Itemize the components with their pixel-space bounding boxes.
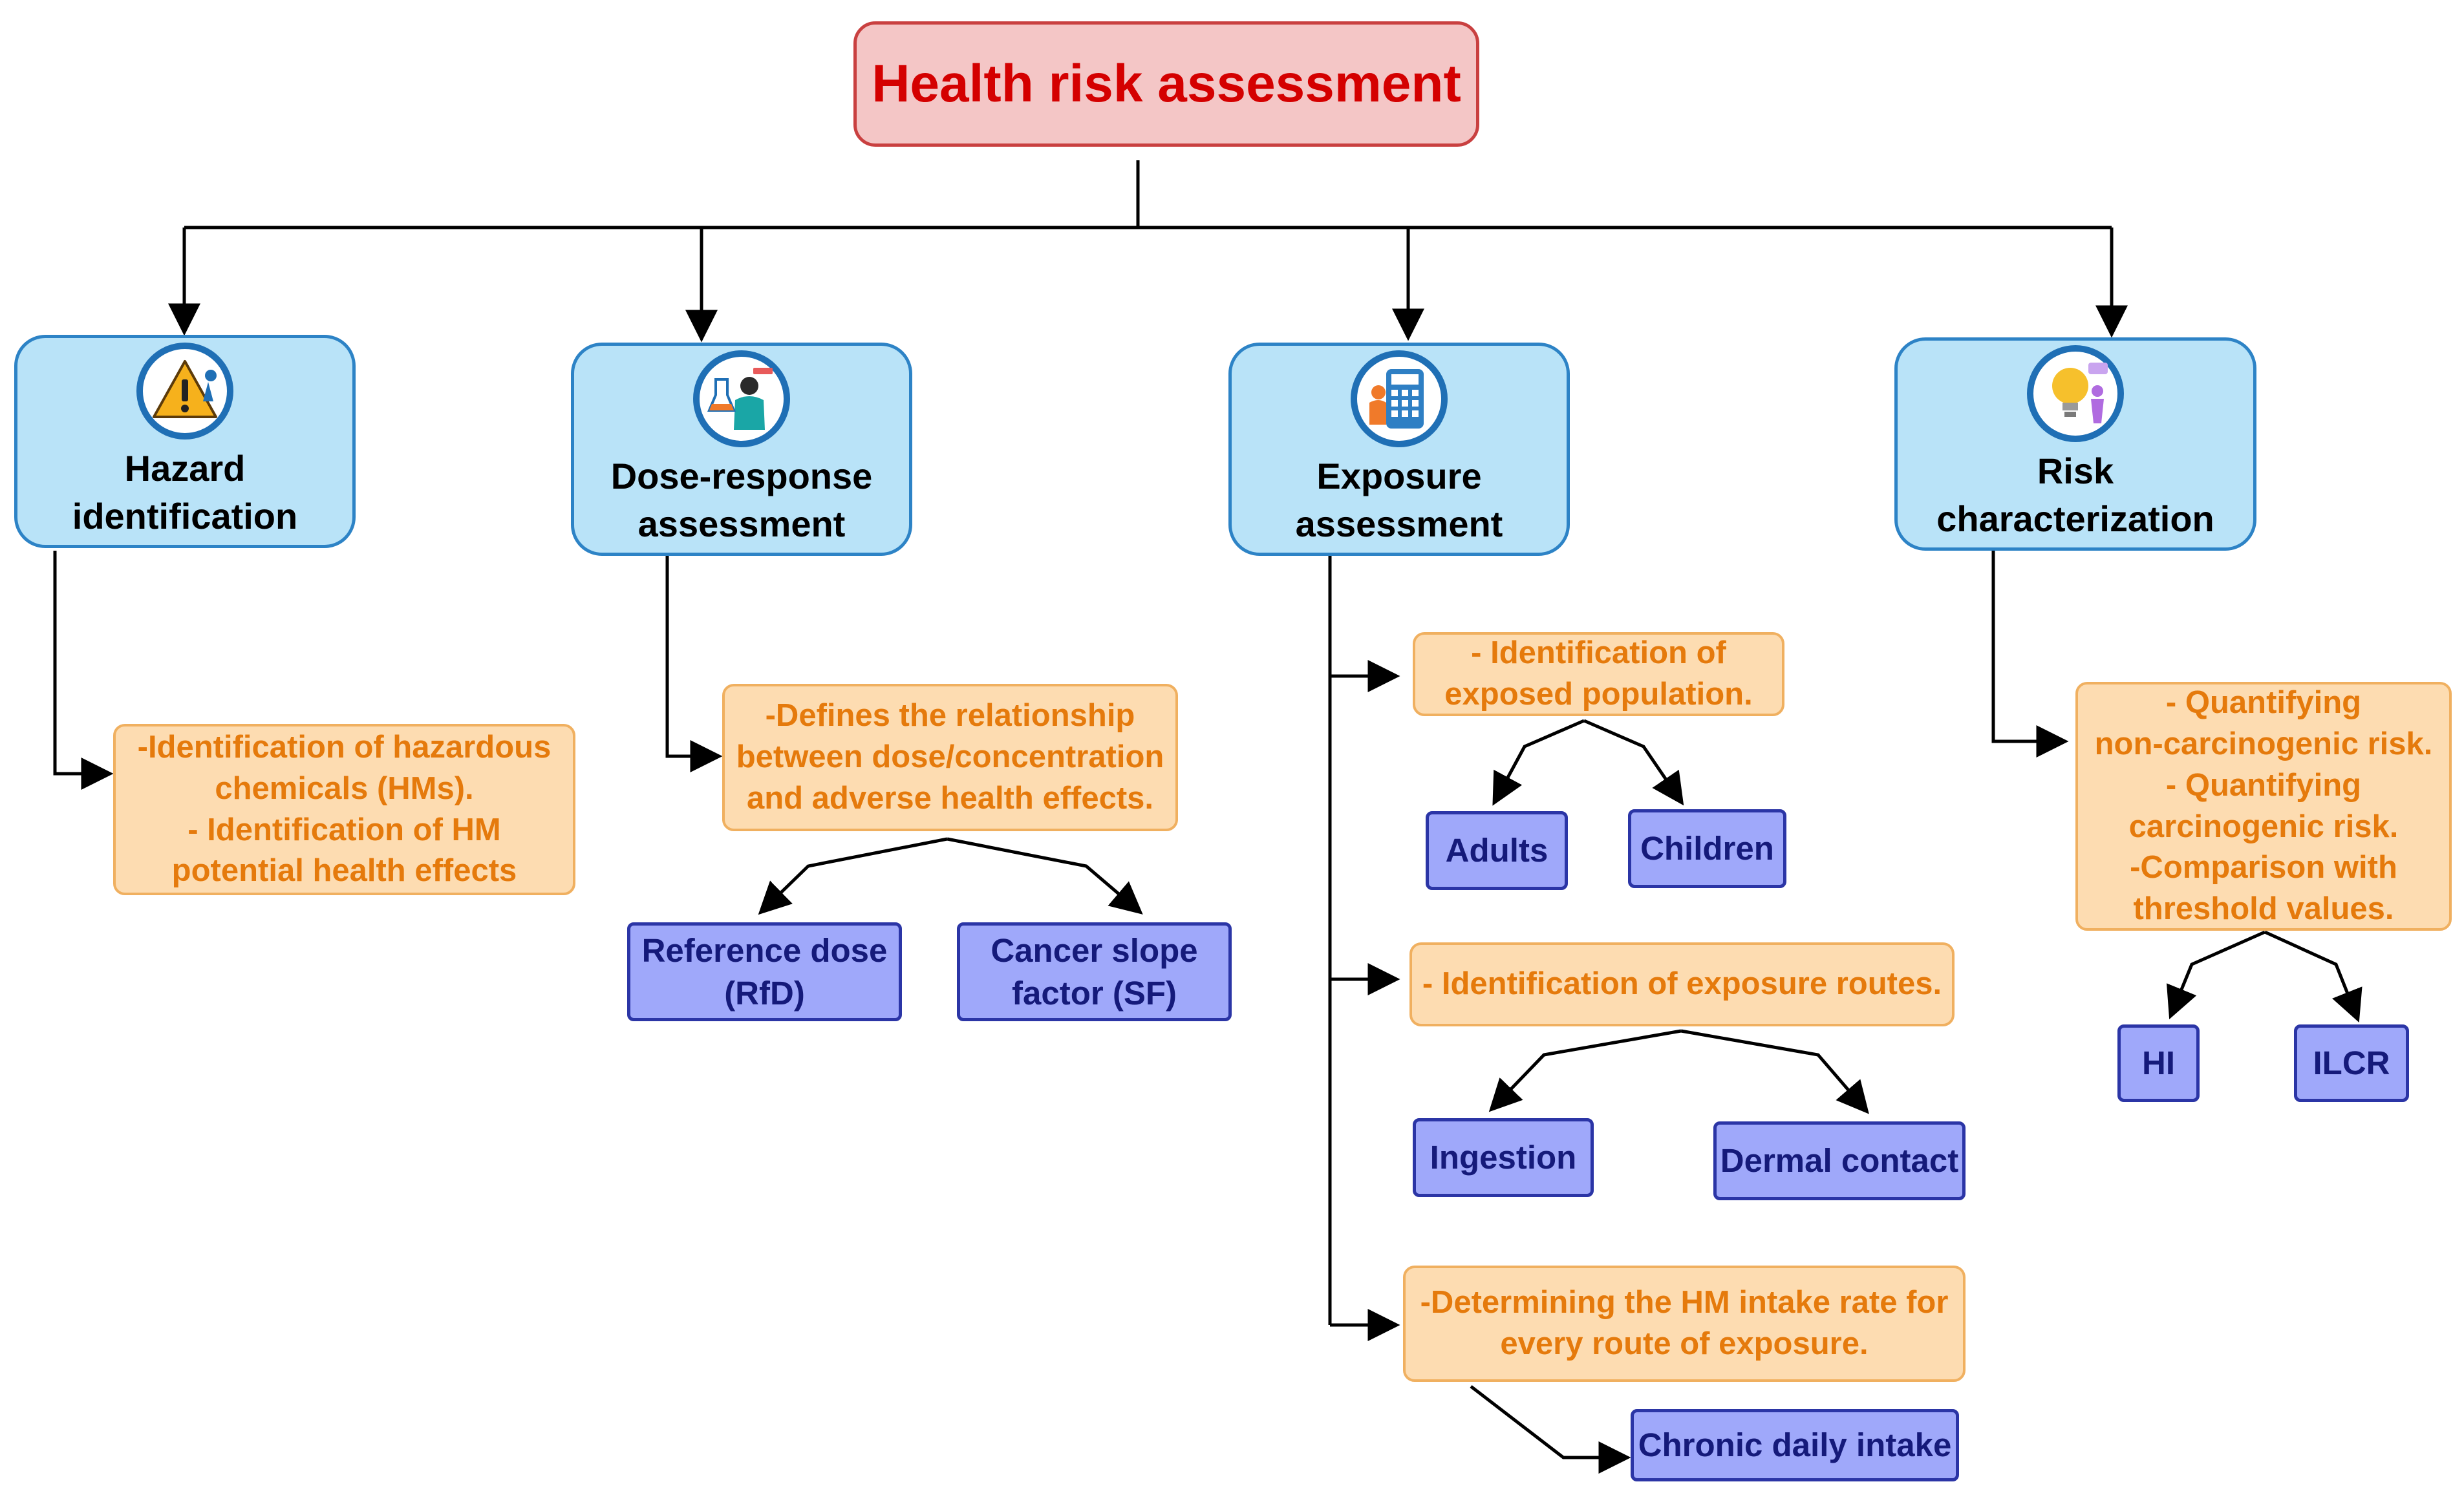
title-text: Health risk assessment — [872, 54, 1461, 113]
note-line: threshold values. — [2133, 891, 2394, 926]
note-exposed-population: - Identification of exposed population. — [1413, 632, 1784, 716]
note-line: every route of exposure. — [1500, 1326, 1869, 1361]
note-line: between dose/concentration — [736, 739, 1164, 775]
note-line: - Identification of HM — [187, 812, 501, 847]
leaf-dermal-contact: Dermal contact — [1713, 1121, 1966, 1200]
note-exposure-routes: - Identification of exposure routes. — [1409, 942, 1955, 1026]
leaf-ilcr: ILCR — [2294, 1024, 2409, 1102]
leaf-line: factor (SF) — [1012, 974, 1177, 1012]
stage-label-line: identification — [72, 496, 298, 536]
note-line: -Determining the HM intake rate for — [1420, 1285, 1949, 1320]
leaf-line: ILCR — [2313, 1044, 2390, 1082]
warning-hazard-icon — [136, 343, 233, 440]
note-risk-characterization: - Quantifying non-carcinogenic risk. - Q… — [2075, 682, 2452, 931]
stage-label-line: characterization — [1936, 498, 2214, 539]
lightbulb-idea-icon — [2027, 345, 2124, 443]
leaf-line: Dermal contact — [1720, 1142, 1959, 1180]
stage-exposure-assessment: Exposure assessment — [1228, 343, 1570, 556]
leaf-children: Children — [1628, 809, 1786, 888]
note-line: - Identification of — [1471, 635, 1726, 671]
leaf-line: Ingestion — [1430, 1139, 1577, 1176]
leaf-reference-dose: Reference dose (RfD) — [627, 922, 902, 1021]
stage-label-line: assessment — [637, 504, 846, 544]
note-line: and adverse health effects. — [746, 780, 1154, 816]
leaf-line: Adults — [1445, 832, 1548, 869]
note-line: non-carcinogenic risk. — [2094, 726, 2433, 762]
leaf-chronic-daily-intake: Chronic daily intake — [1631, 1409, 1959, 1481]
leaf-ingestion: Ingestion — [1413, 1118, 1594, 1197]
stage-label-line: Exposure — [1316, 456, 1482, 497]
leaf-line: HI — [2142, 1044, 2175, 1082]
stage-hazard-identification: Hazard identification — [14, 335, 356, 548]
note-line: potential health effects — [171, 853, 517, 889]
stage-label-line: Risk — [2037, 451, 2114, 492]
leaf-adults: Adults — [1426, 811, 1568, 890]
stage-dose-response-assessment: Dose-response assessment — [571, 343, 912, 556]
leaf-line: Children — [1640, 830, 1774, 867]
note-line: -Identification of hazardous — [137, 730, 552, 765]
stage-label-line: assessment — [1295, 504, 1503, 544]
stage-label-line: Hazard — [124, 448, 246, 489]
stage-risk-characterization: Risk characterization — [1894, 337, 2256, 551]
note-line: exposed population. — [1444, 677, 1753, 712]
page-title: Health risk assessment — [853, 21, 1479, 147]
note-line: -Comparison with — [2130, 850, 2397, 885]
note-line: chemicals (HMs). — [215, 770, 474, 806]
leaf-line: (RfD) — [724, 974, 805, 1012]
note-line: carcinogenic risk. — [2128, 809, 2399, 844]
note-line: - Identification of exposure routes. — [1422, 966, 1942, 1002]
calculator-icon — [1351, 350, 1448, 448]
leaf-line: Cancer slope — [991, 932, 1198, 970]
stage-label-line: Dose-response — [610, 456, 873, 497]
note-line: - Quantifying — [2165, 767, 2362, 803]
note-hazard-identification: -Identification of hazardous chemicals (… — [113, 724, 575, 895]
leaf-cancer-slope-factor: Cancer slope factor (SF) — [957, 922, 1232, 1021]
leaf-hi: HI — [2117, 1024, 2200, 1102]
leaf-line: Chronic daily intake — [1638, 1426, 1952, 1464]
leaf-line: Reference dose — [641, 932, 888, 970]
lab-research-icon — [693, 350, 790, 448]
note-intake-rate: -Determining the HM intake rate for ever… — [1403, 1266, 1966, 1382]
note-dose-response: -Defines the relationship between dose/c… — [722, 684, 1178, 831]
note-line: - Quantifying — [2165, 685, 2362, 721]
note-line: -Defines the relationship — [765, 698, 1135, 734]
